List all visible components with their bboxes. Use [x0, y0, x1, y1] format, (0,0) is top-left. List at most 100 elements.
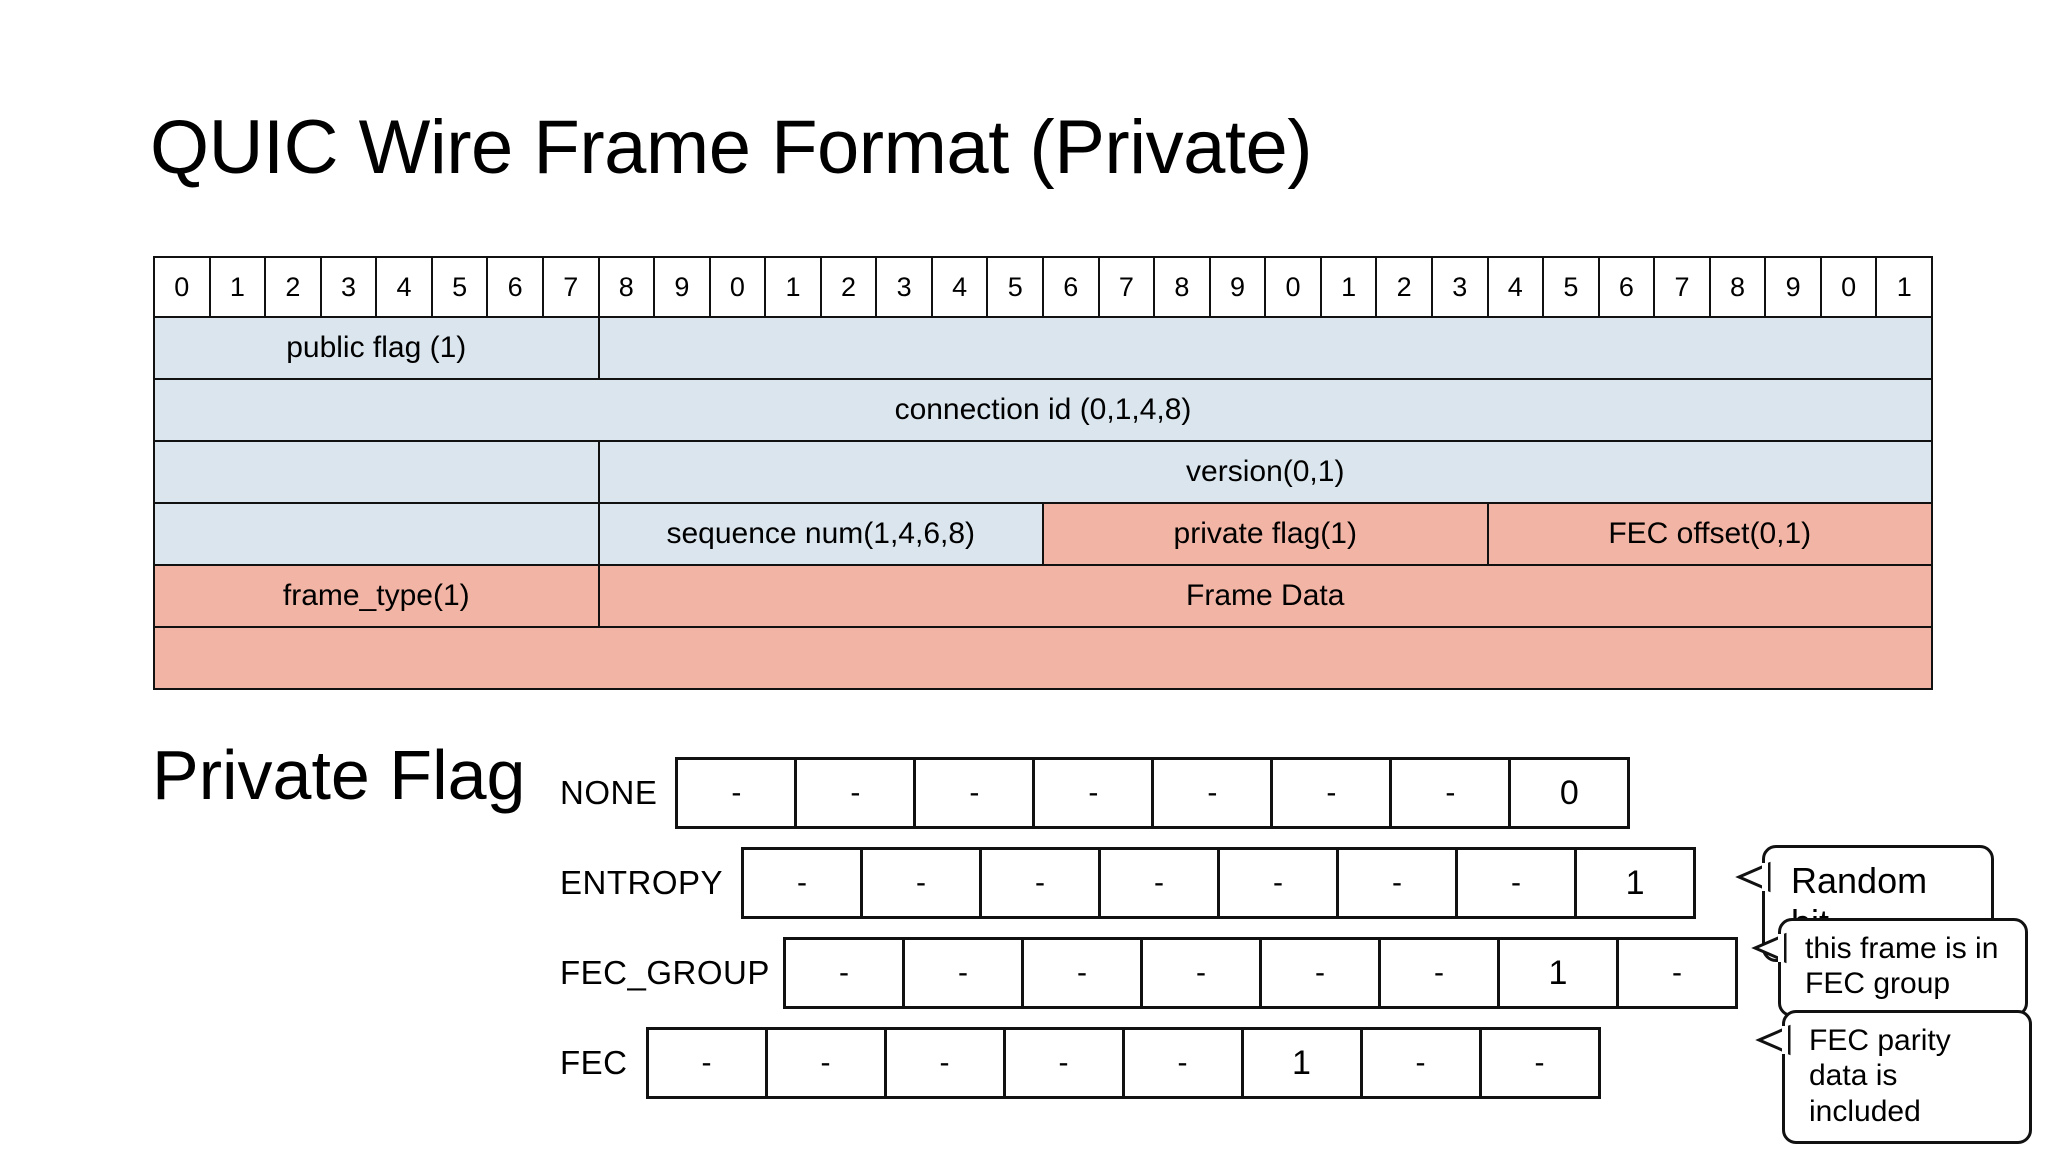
- bit-index-cell: 1: [764, 256, 822, 318]
- private-flag-bit-cell: -: [1035, 760, 1155, 826]
- bit-index-cell: 5: [1542, 256, 1600, 318]
- wire-field-cell: public flag (1): [153, 316, 600, 380]
- callout-tail-icon: [1751, 932, 1787, 964]
- bit-index-cell: 8: [1708, 256, 1767, 318]
- wire-field-cell: [153, 502, 600, 566]
- bit-index-cell: 6: [486, 256, 544, 318]
- private-flag-bit-cell: -: [1005, 1030, 1125, 1096]
- private-flag-heading: Private Flag: [152, 736, 526, 814]
- version-row: version(0,1): [153, 440, 1933, 504]
- private-flag-bit-cell: -: [1220, 850, 1340, 916]
- bit-index-cell: 8: [1153, 256, 1211, 318]
- private-flag-row: ENTROPY-------1: [560, 847, 1697, 919]
- private-flag-bit-cells: -----1--: [645, 1027, 1601, 1099]
- private-flag-row-label: NONE: [560, 774, 658, 811]
- bit-index-cell: 8: [597, 256, 656, 318]
- private-flag-bit-cell: -: [863, 850, 983, 916]
- bit-index-cell: 1: [208, 256, 267, 318]
- frame-type-row: frame_type(1)Frame Data: [153, 564, 1933, 628]
- bit-index-cell: 0: [153, 256, 211, 318]
- private-flag-bit-cell: -: [744, 850, 864, 916]
- private-flag-row: FEC-----1--: [560, 1027, 1601, 1099]
- callout-tail-icon: [1755, 1024, 1791, 1056]
- bit-index-cell: 1: [1875, 256, 1933, 318]
- wire-field-cell: private flag(1): [1042, 502, 1489, 566]
- bit-index-cell: 4: [930, 256, 989, 318]
- bit-index-cell: 0: [1264, 256, 1322, 318]
- frame-data-continuation-row: [153, 626, 1933, 690]
- callout-tail-icon: [1735, 861, 1771, 893]
- private-flag-bit-cell: -: [767, 1030, 887, 1096]
- private-flag-bit-cell: -: [1101, 850, 1221, 916]
- bit-index-cell: 3: [1430, 256, 1489, 318]
- wire-field-cell: FEC offset(0,1): [1486, 502, 1933, 566]
- private-flag-bit-cell: -: [648, 1030, 768, 1096]
- private-flag-bit-cell: -: [1262, 940, 1381, 1006]
- bit-index-cell: 7: [1653, 256, 1711, 318]
- bit-index-cell: 9: [1208, 256, 1267, 318]
- public-flag-row: public flag (1): [153, 316, 1933, 380]
- sequence-num-row: sequence num(1,4,6,8)private flag(1)FEC …: [153, 502, 1933, 566]
- private-flag-bit-cells: -------1: [741, 847, 1697, 919]
- private-flag-bit-cell: -: [982, 850, 1102, 916]
- private-flag-bit-cell: -: [1339, 850, 1459, 916]
- private-flag-row: FEC_GROUP------1-: [560, 937, 1738, 1009]
- private-flag-row-label: FEC_GROUP: [560, 954, 770, 991]
- bit-index-cell: 6: [1597, 256, 1656, 318]
- wire-field-cell: connection id (0,1,4,8): [153, 378, 1933, 442]
- bit-index-cell: 0: [1819, 256, 1878, 318]
- private-flag-bit-cell: 1: [1500, 940, 1619, 1006]
- private-flag-bit-cell: -: [1273, 760, 1393, 826]
- bit-index-cell: 6: [1042, 256, 1100, 318]
- connection-id-row: connection id (0,1,4,8): [153, 378, 1933, 442]
- wire-field-cell: sequence num(1,4,6,8): [597, 502, 1044, 566]
- private-flag-bit-cells: -------0: [675, 757, 1631, 829]
- private-flag-bit-cell: -: [1024, 940, 1143, 1006]
- wire-field-cell: [153, 626, 1933, 690]
- callout-fec-parity-text: FEC parity data is included: [1809, 1024, 1951, 1128]
- private-flag-bit-cell: -: [916, 760, 1036, 826]
- private-flag-bit-cell: -: [1392, 760, 1512, 826]
- bit-index-cell: 9: [653, 256, 711, 318]
- private-flag-bit-cell: 1: [1243, 1030, 1363, 1096]
- private-flag-bit-cell: 0: [1511, 760, 1631, 826]
- private-flag-bit-cell: -: [905, 940, 1024, 1006]
- callout-fec-group-text: this frame is in FEC group: [1805, 932, 1999, 1001]
- bit-index-cell: 5: [430, 256, 489, 318]
- private-flag-row: NONE -------0: [560, 757, 1631, 829]
- private-flag-bit-cell: -: [1124, 1030, 1244, 1096]
- bit-index-cell: 2: [819, 256, 878, 318]
- private-flag-bit-cell: -: [1143, 940, 1262, 1006]
- callout-fec-parity: FEC parity data is included: [1755, 1010, 2032, 1145]
- bit-index-cell: 1: [1319, 256, 1378, 318]
- page-title: QUIC Wire Frame Format (Private): [150, 105, 1313, 190]
- callout-fec-group: this frame is in FEC group: [1751, 918, 2028, 1017]
- private-flag-bit-cell: -: [1619, 940, 1738, 1006]
- private-flag-bit-cell: -: [1381, 940, 1500, 1006]
- bit-index-cell: 2: [264, 256, 322, 318]
- bit-index-cell: 7: [541, 256, 600, 318]
- private-flag-bit-cell: -: [1458, 850, 1578, 916]
- private-flag-bit-cell: -: [886, 1030, 1006, 1096]
- bit-index-cell: 5: [986, 256, 1044, 318]
- private-flag-bit-cell: -: [1362, 1030, 1482, 1096]
- bit-index-cell: 4: [1486, 256, 1545, 318]
- bit-index-cell: 7: [1097, 256, 1156, 318]
- private-flag-bit-cell: -: [786, 940, 905, 1006]
- bit-index-cell: 3: [875, 256, 933, 318]
- wire-field-cell: [153, 440, 600, 504]
- private-flag-bit-cell: 1: [1577, 850, 1697, 916]
- bit-index-cell: 9: [1764, 256, 1822, 318]
- wire-field-cell: [597, 316, 1933, 380]
- private-flag-row-label: FEC: [560, 1044, 628, 1081]
- wire-field-cell: Frame Data: [597, 564, 1933, 628]
- private-flag-bit-cell: -: [797, 760, 917, 826]
- bit-index-cell: 4: [375, 256, 433, 318]
- private-flag-bit-cells: ------1-: [783, 937, 1738, 1009]
- private-flag-bit-cell: -: [1481, 1030, 1601, 1096]
- private-flag-row-label: ENTROPY: [560, 864, 724, 901]
- bit-index-cell: 3: [319, 256, 378, 318]
